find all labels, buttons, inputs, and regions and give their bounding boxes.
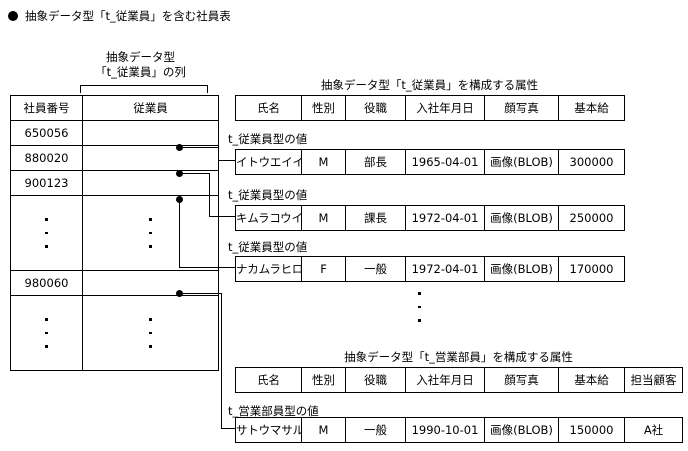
table-row: キムラコウイチ M 課長 1972-04-01 画像(BLOB) 250000 — [235, 205, 625, 231]
cell-employee-no: 650056 — [10, 120, 83, 146]
column-header-position: 役職 — [345, 95, 406, 121]
table-row: イトウエイイチ M 部長 1965-04-01 画像(BLOB) 300000 — [235, 149, 625, 175]
column-header-gender: 性別 — [301, 367, 346, 393]
employee-type-caption: 抽象データ型「t_従業員」を構成する属性 — [320, 78, 539, 92]
sales-value-row-1: サトウマサル M 一般 1990-10-01 画像(BLOB) 150000 A… — [235, 417, 683, 443]
connector-line — [221, 428, 235, 430]
value-label-employee-1: t_従業員型の値 — [228, 132, 308, 146]
cell-photo: 画像(BLOB) — [484, 205, 559, 231]
cell-employee-no: 980060 — [10, 270, 83, 296]
column-header-salary: 基本給 — [558, 95, 625, 121]
cell-salary: 250000 — [558, 205, 625, 231]
column-header-name: 氏名 — [235, 367, 302, 393]
connector-line — [183, 147, 219, 149]
connector-line — [183, 173, 210, 175]
cell-salary: 300000 — [558, 149, 625, 175]
column-header-photo: 顔写真 — [484, 367, 559, 393]
cell-salary: 170000 — [558, 256, 625, 282]
cell-employee-no: 880020 — [10, 145, 83, 171]
connector-line — [179, 267, 235, 269]
cell-gender: M — [301, 149, 346, 175]
table-row: 880020 — [10, 145, 219, 171]
column-header-employee-no: 社員番号 — [10, 95, 83, 121]
value-label-sales-1: t_営業部員型の値 — [228, 404, 319, 418]
reference-dot-row4 — [176, 290, 183, 297]
reference-dot-row2 — [176, 170, 183, 177]
employee-value-row-2: キムラコウイチ M 課長 1972-04-01 画像(BLOB) 250000 — [235, 205, 625, 231]
employee-attributes-header-table: 氏名 性別 役職 入社年月日 顔写真 基本給 — [235, 95, 625, 121]
cell-position: 一般 — [345, 417, 406, 443]
connector-line — [221, 293, 223, 429]
column-header-hire-date: 入社年月日 — [405, 95, 485, 121]
employee-value-row-1: イトウエイイチ M 部長 1965-04-01 画像(BLOB) 300000 — [235, 149, 625, 175]
left-table-caption: 抽象データ型 「t_従業員」の列 — [63, 50, 218, 80]
cell-name: キムラコウイチ — [235, 205, 302, 231]
left-table-caption-line1: 抽象データ型 — [106, 50, 175, 64]
cell-customer: A社 — [624, 417, 683, 443]
cell-ellipsis — [82, 295, 219, 371]
employee-value-row-3: ナカムラヒロコ F 一般 1972-04-01 画像(BLOB) 170000 — [235, 256, 625, 282]
cell-position: 一般 — [345, 256, 406, 282]
connector-line — [209, 173, 211, 217]
reference-dot-row1 — [176, 144, 183, 151]
column-header-customer: 担当顧客 — [624, 367, 683, 393]
column-header-position: 役職 — [345, 367, 406, 393]
cell-ellipsis — [10, 195, 83, 271]
cell-employee-ref — [82, 145, 219, 171]
cell-hire-date: 1965-04-01 — [405, 149, 485, 175]
connector-line — [183, 293, 222, 295]
cell-hire-date: 1990-10-01 — [405, 417, 485, 443]
table-row: ナカムラヒロコ F 一般 1972-04-01 画像(BLOB) 170000 — [235, 256, 625, 282]
bullet-icon — [8, 11, 18, 21]
connector-line — [209, 216, 235, 218]
table-row: サトウマサル M 一般 1990-10-01 画像(BLOB) 150000 A… — [235, 417, 683, 443]
page-title-text: 抽象データ型「t_従業員」を含む社員表 — [25, 9, 231, 23]
employee-table: 社員番号 従業員 650056 880020 900123 — [10, 95, 219, 371]
connector-line — [218, 147, 220, 161]
cell-hire-date: 1972-04-01 — [405, 205, 485, 231]
cell-name: サトウマサル — [235, 417, 302, 443]
cell-hire-date: 1972-04-01 — [405, 256, 485, 282]
connector-line — [218, 160, 235, 162]
table-row-ellipsis — [10, 295, 219, 371]
cell-ellipsis — [82, 195, 219, 271]
cell-photo: 画像(BLOB) — [484, 256, 559, 282]
table-row-ellipsis — [10, 195, 219, 271]
cell-photo: 画像(BLOB) — [484, 417, 559, 443]
table-row: 900123 — [10, 170, 219, 196]
cell-salary: 150000 — [558, 417, 625, 443]
column-header-name: 氏名 — [235, 95, 302, 121]
cell-employee-ref — [82, 270, 219, 296]
cell-position: 部長 — [345, 149, 406, 175]
cell-employee-ref — [82, 120, 219, 146]
abstract-type-column-brace — [80, 85, 208, 93]
sales-type-caption: 抽象データ型「t_営業部員」を構成する属性 — [344, 350, 573, 364]
cell-employee-no: 900123 — [10, 170, 83, 196]
employee-table-header-row: 社員番号 従業員 — [10, 95, 219, 121]
page-title: 抽象データ型「t_従業員」を含む社員表 — [8, 8, 231, 24]
cell-name: ナカムラヒロコ — [235, 256, 302, 282]
table-row: 650056 — [10, 120, 219, 146]
section-ellipsis — [418, 292, 421, 322]
attributes-header-row: 氏名 性別 役職 入社年月日 顔写真 基本給 — [235, 95, 625, 121]
sales-attributes-header-table: 氏名 性別 役職 入社年月日 顔写真 基本給 担当顧客 — [235, 367, 683, 393]
left-table-caption-line2: 「t_従業員」の列 — [95, 65, 186, 79]
column-header-gender: 性別 — [301, 95, 346, 121]
column-header-photo: 顔写真 — [484, 95, 559, 121]
column-header-salary: 基本給 — [558, 367, 625, 393]
value-label-employee-3: t_従業員型の値 — [228, 240, 308, 254]
table-row: 980060 — [10, 270, 219, 296]
cell-position: 課長 — [345, 205, 406, 231]
cell-gender: M — [301, 205, 346, 231]
value-label-employee-2: t_従業員型の値 — [228, 188, 308, 202]
column-header-hire-date: 入社年月日 — [405, 367, 485, 393]
column-header-employee: 従業員 — [82, 95, 219, 121]
attributes-header-row: 氏名 性別 役職 入社年月日 顔写真 基本給 担当顧客 — [235, 367, 683, 393]
cell-name: イトウエイイチ — [235, 149, 302, 175]
cell-photo: 画像(BLOB) — [484, 149, 559, 175]
cell-ellipsis — [10, 295, 83, 371]
cell-gender: F — [301, 256, 346, 282]
connector-line — [179, 199, 181, 268]
cell-gender: M — [301, 417, 346, 443]
